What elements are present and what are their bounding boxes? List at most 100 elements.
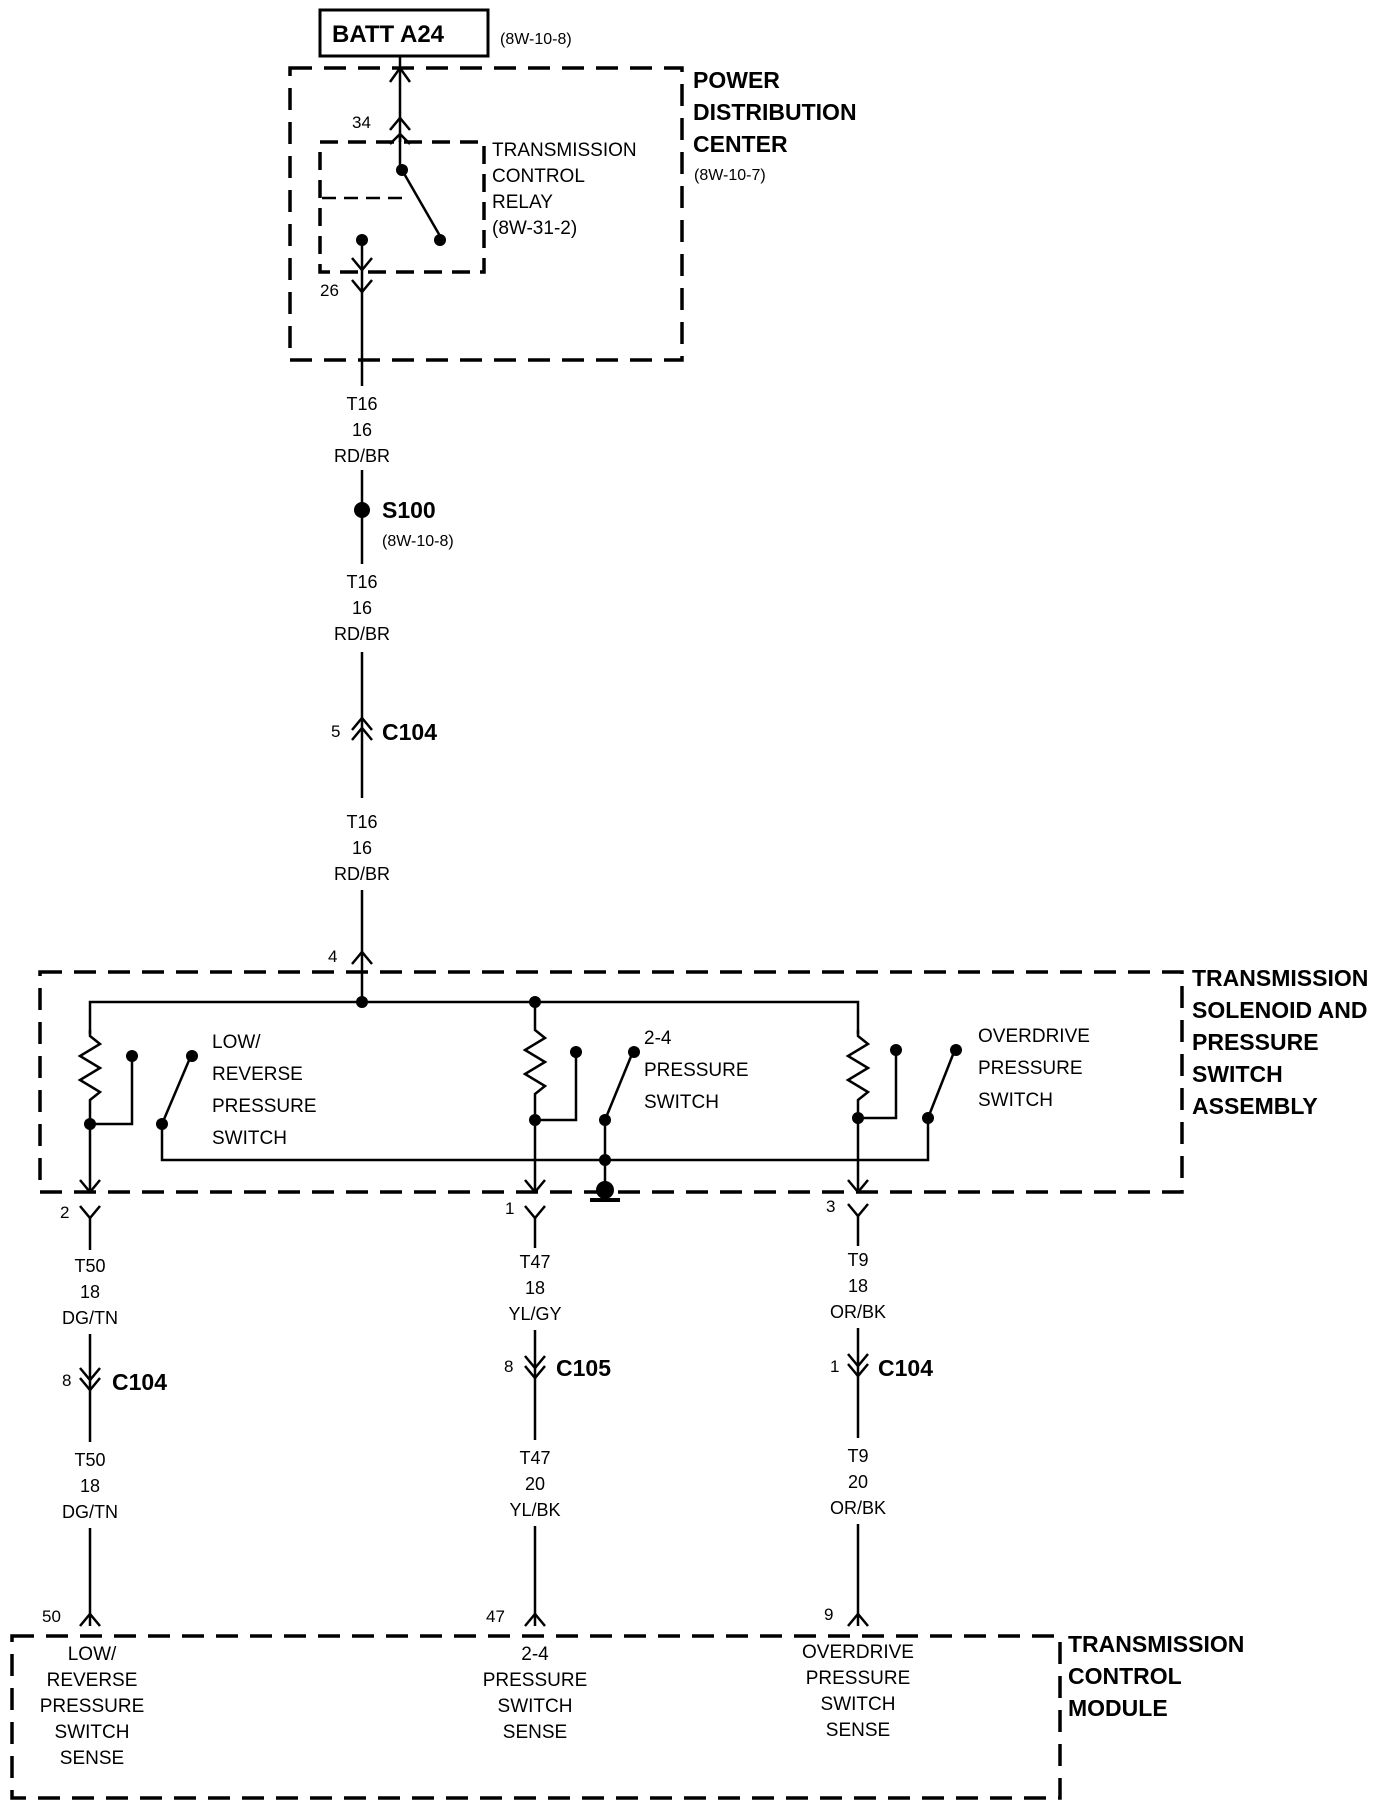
- branch-1-w2-circuit: T50: [74, 1450, 105, 1470]
- tcm-outline: [10, 1634, 1062, 1800]
- tcm-sense-1: LOW/ REVERSE PRESSURE SWITCH SENSE: [40, 1644, 145, 1769]
- branch-3-w2-circuit: T9: [847, 1446, 868, 1466]
- sw3-label-2: PRESSURE: [978, 1058, 1083, 1079]
- pdc-title-2: DISTRIBUTION: [693, 99, 857, 125]
- branch-1-w1-gauge: 18: [80, 1282, 100, 1302]
- relay-outline: [318, 140, 486, 274]
- sw1-contact-top: [186, 1050, 198, 1062]
- c104-top-pin: 5: [331, 722, 340, 741]
- tcm-sense-1-l3: PRESSURE: [40, 1696, 145, 1717]
- tcm-sense-2-l1: 2-4: [521, 1644, 549, 1665]
- branch-1-conn-icon: [79, 1367, 101, 1392]
- batt-label: BATT A24: [332, 21, 445, 48]
- tcm-sense-3-l2: PRESSURE: [806, 1668, 911, 1689]
- branch-2-w1-color: YL/GY: [508, 1304, 561, 1324]
- wire-b-circuit: T16: [346, 572, 377, 592]
- sw2-node-b: [570, 1046, 582, 1058]
- branch-1-pin-connector-icon: [79, 1205, 101, 1220]
- branch-1-tcm-pin: 50: [42, 1607, 61, 1626]
- branch-2-w1-circuit: T47: [519, 1252, 550, 1272]
- branch-3-w2-color: OR/BK: [830, 1498, 886, 1518]
- bus-node-main: [356, 996, 368, 1008]
- pdc-outline: [288, 66, 684, 362]
- branch-3-w1-circuit: T9: [847, 1250, 868, 1270]
- batt-arrow-icon: [388, 65, 412, 83]
- branch-3-pin-connector-icon: [847, 1203, 869, 1218]
- relay-switch-arm: [400, 169, 442, 237]
- wire-a-gauge: 16: [352, 420, 372, 440]
- tcm-sense-3: OVERDRIVE PRESSURE SWITCH SENSE: [802, 1642, 914, 1741]
- branch-2-conn-pin: 8: [504, 1357, 513, 1376]
- tcm-sense-3-l1: OVERDRIVE: [802, 1642, 914, 1663]
- relay-contact-mark: [389, 132, 411, 170]
- ground-bus: [160, 1118, 930, 1162]
- sw3-node-b: [890, 1044, 902, 1056]
- branch-1-w2-gauge: 18: [80, 1476, 100, 1496]
- relay-title-1: TRANSMISSION: [492, 140, 637, 161]
- branch-3-conn-name: C104: [878, 1355, 933, 1381]
- sw1-label-3: PRESSURE: [212, 1096, 317, 1117]
- branch-1-out-arrow-icon: [79, 1179, 101, 1194]
- branch-2-pin: 1: [505, 1199, 514, 1218]
- wire-b-color: RD/BR: [334, 624, 390, 644]
- relay-contact: [434, 234, 446, 246]
- assembly-title-3: PRESSURE: [1192, 1029, 1319, 1055]
- resistor-3: [845, 1030, 871, 1124]
- branch-3-tcm-connector-icon: [847, 1612, 869, 1627]
- branch-2-pin-connector-icon: [524, 1205, 546, 1220]
- branch-3-out-arrow-icon: [847, 1179, 869, 1194]
- branch-1-w1-circuit: T50: [74, 1256, 105, 1276]
- sw3-contact-top: [950, 1044, 962, 1056]
- tcm-title-2: CONTROL: [1068, 1663, 1182, 1689]
- c104-top-connector-icon: [351, 716, 373, 741]
- branch-1-w2-color: DG/TN: [62, 1502, 118, 1522]
- wire-b-gauge: 16: [352, 598, 372, 618]
- branch-1-conn-pin: 8: [62, 1371, 71, 1390]
- sw1-tap: [90, 1056, 134, 1126]
- tcm-sense-3-l4: SENSE: [826, 1720, 890, 1741]
- sw1-label-1: LOW/: [212, 1032, 261, 1053]
- pdc-title-3: CENTER: [693, 131, 788, 157]
- sw3-tap: [858, 1050, 898, 1120]
- assembly-title-5: ASSEMBLY: [1192, 1093, 1318, 1119]
- pdc-ref: (8W-10-7): [694, 167, 766, 184]
- branch-3-tcm-pin: 9: [824, 1605, 833, 1624]
- pdc-pin-26: 26: [320, 281, 339, 300]
- sw2-contact-top: [628, 1046, 640, 1058]
- pdc-title-1: POWER: [693, 67, 780, 93]
- branch-3-w2-gauge: 20: [848, 1472, 868, 1492]
- sw2-label-2: PRESSURE: [644, 1060, 749, 1081]
- sw3-label-1: OVERDRIVE: [978, 1026, 1090, 1047]
- sw2-tap: [535, 1052, 578, 1122]
- batt-ref: (8W-10-8): [500, 31, 572, 48]
- branch-2-tcm-connector-icon: [524, 1612, 546, 1627]
- branch-3-w1-color: OR/BK: [830, 1302, 886, 1322]
- tcm-sense-2-l2: PRESSURE: [483, 1670, 588, 1691]
- tcm-sense-2-l4: SENSE: [503, 1722, 567, 1743]
- branch-2-w2-color: YL/BK: [509, 1500, 560, 1520]
- branch-1-tcm-connector-icon: [79, 1612, 101, 1627]
- assembly-title-2: SOLENOID AND: [1192, 997, 1368, 1023]
- tcm-sense-2-l3: SWITCH: [498, 1696, 573, 1717]
- sw1-label-4: SWITCH: [212, 1128, 287, 1149]
- c104-top-name: C104: [382, 719, 437, 745]
- tcm-title-1: TRANSMISSION: [1068, 1631, 1244, 1657]
- branch-3-w1-gauge: 18: [848, 1276, 868, 1296]
- branch-1-w1-color: DG/TN: [62, 1308, 118, 1328]
- sw3-label-3: SWITCH: [978, 1090, 1053, 1111]
- branch-2-conn-icon: [524, 1355, 546, 1380]
- branch-3-conn-icon: [847, 1353, 869, 1378]
- branch-3-conn-pin: 1: [830, 1357, 839, 1376]
- branch-1-pin: 2: [60, 1203, 69, 1222]
- splice-s100: [354, 502, 370, 518]
- tcm-sense-1-l5: SENSE: [60, 1748, 124, 1769]
- sw1-node-b: [126, 1050, 138, 1062]
- splice-name: S100: [382, 497, 436, 523]
- tcm-title-3: MODULE: [1068, 1695, 1168, 1721]
- sw2-arm: [603, 1053, 634, 1121]
- tcm-sense-1-l4: SWITCH: [55, 1722, 130, 1743]
- resistor-1: [77, 1030, 103, 1124]
- assembly-title-4: SWITCH: [1192, 1061, 1283, 1087]
- tcm-sense-1-l1: LOW/: [68, 1644, 117, 1665]
- branch-1-conn-name: C104: [112, 1369, 167, 1395]
